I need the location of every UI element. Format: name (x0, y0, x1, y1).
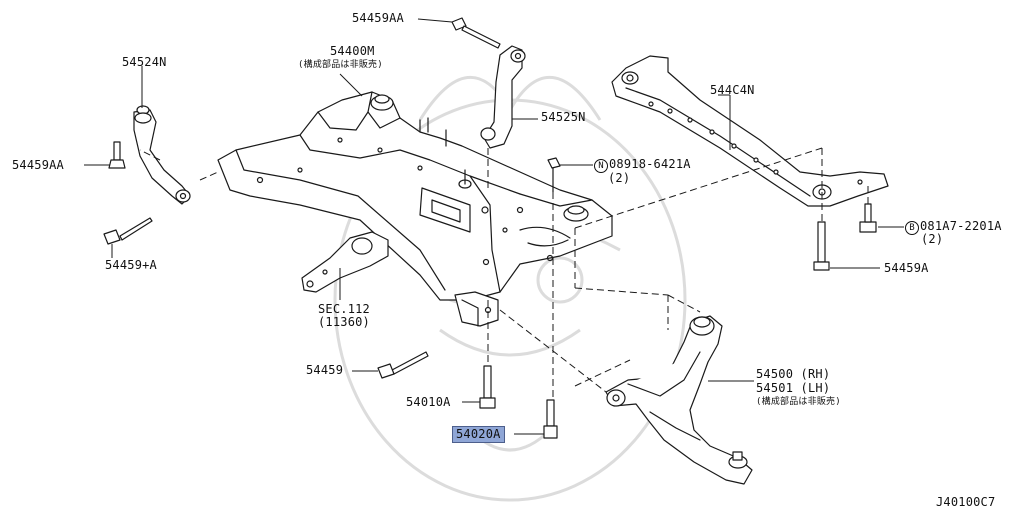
label-54400m-note: (構成部品は非販売) (298, 60, 383, 70)
stabilizer-link-54525n (480, 45, 526, 149)
label-54459-plus-a[interactable]: 54459+A (105, 258, 157, 272)
label-54010a[interactable]: 54010A (406, 395, 451, 409)
label-54524n[interactable]: 54524N (122, 55, 167, 69)
bolt-08918-6421a (547, 157, 561, 193)
label-54459a[interactable]: 54459A (884, 261, 929, 275)
label-544c4n[interactable]: 544C4N (710, 83, 755, 97)
subframe-54400m (217, 91, 613, 327)
lower-arm-54500 (605, 315, 753, 485)
label-54501-lh[interactable]: 54501 (LH) (756, 381, 831, 395)
label-081a7-qty: (2) (921, 232, 944, 246)
b-circle-icon: B (905, 221, 919, 235)
label-54459aa-top[interactable]: 54459AA (352, 11, 404, 25)
stabilizer-link-54524n (133, 105, 191, 205)
bolt-54459a (813, 221, 830, 271)
leader-lines (84, 18, 904, 435)
label-54020a[interactable]: 54020A (452, 426, 505, 443)
bolt-54459-plus-a (103, 217, 153, 245)
label-54459aa-left[interactable]: 54459AA (12, 158, 64, 172)
label-5450x-note: (構成部品は非販売) (756, 397, 841, 407)
bolt-54020a (543, 399, 558, 439)
label-54459[interactable]: 54459 (306, 363, 344, 377)
bolt-081a7-2201a (859, 203, 877, 233)
label-54500-rh[interactable]: 54500 (RH) (756, 367, 831, 381)
engine-mount-sec112 (301, 231, 389, 293)
bolt-54459 (377, 351, 429, 379)
bolt-54010a (479, 365, 496, 409)
bolt-54459aa-left (108, 141, 126, 169)
label-081a7-code: 081A7-2201A (920, 219, 1002, 233)
label-08918-code: 08918-6421A (609, 157, 691, 171)
label-sec112[interactable]: SEC.112 (318, 302, 370, 316)
bolt-54459aa-top (451, 17, 501, 49)
label-54525n[interactable]: 54525N (541, 110, 586, 124)
n-circle-icon: N (594, 159, 608, 173)
diagram-id: J40100C7 (936, 495, 996, 509)
assembly-guide-lines (139, 147, 869, 400)
label-54400m[interactable]: 54400M (330, 44, 375, 58)
label-sec112-sub: (11360) (318, 315, 370, 329)
label-08918-qty: (2) (608, 171, 631, 185)
